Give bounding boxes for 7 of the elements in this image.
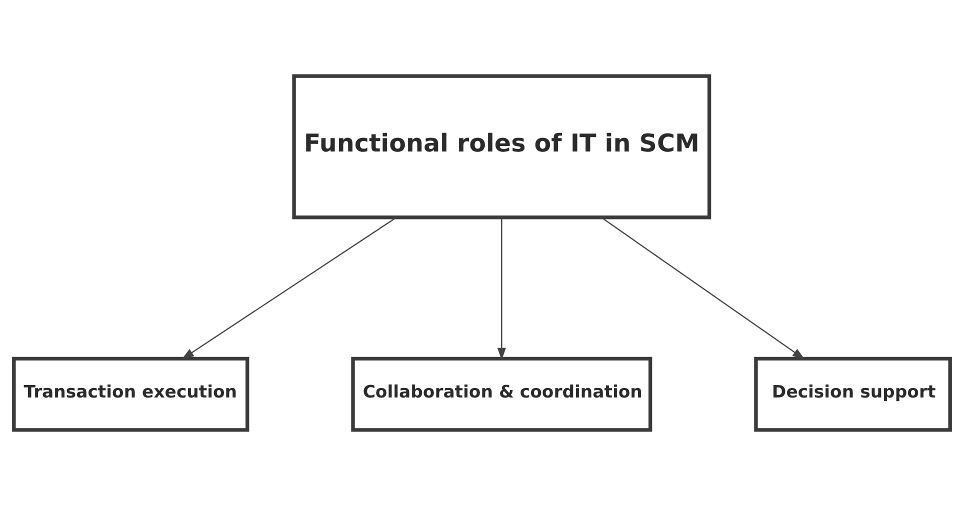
arrow (181, 217, 396, 360)
node-box: Decision support (754, 356, 952, 432)
node-box: Transaction execution (12, 356, 249, 432)
arrow (600, 217, 804, 360)
arrow (496, 218, 506, 360)
node-box: Functional roles of IT in SCM (292, 74, 711, 220)
node-box: Collaboration & coordination (350, 356, 652, 432)
